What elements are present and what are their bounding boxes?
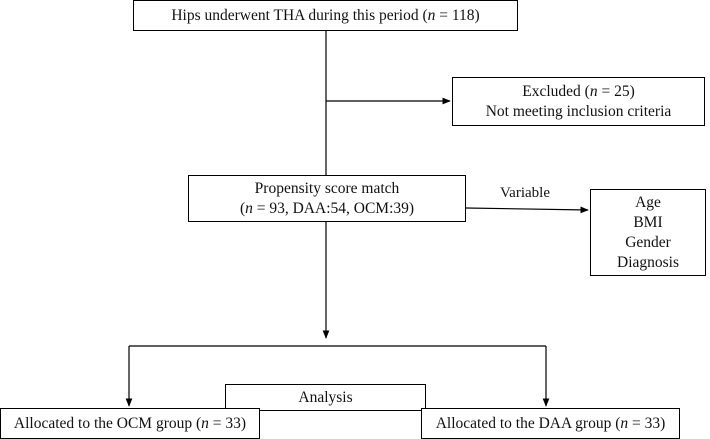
psm-line-1: Propensity score match [254,179,400,197]
daa-group-node: Allocated to the DAA group (n = 33) [421,408,680,439]
ocm-group-node: Allocated to the OCM group (n = 33) [0,408,260,439]
variable-edge-label: Variable [500,185,550,201]
excluded-line-2: Not meeting inclusion criteria [485,102,672,120]
daa-group-text: Allocated to the DAA group (n = 33) [435,414,666,432]
variable-item: Diagnosis [617,253,679,271]
hips-node: Hips underwent THA during this period (n… [133,0,518,31]
analysis-node: Analysis [225,384,426,411]
variable-item: BMI [633,213,663,231]
ocm-group-text: Allocated to the OCM group (n = 33) [13,414,247,432]
variable-item: Gender [625,233,671,251]
analysis-label: Analysis [298,388,353,406]
variable-item: Age [635,193,661,211]
arrow-to-variables [465,206,589,214]
variables-node: Age BMI Gender Diagnosis [590,189,706,276]
hips-node-text: Hips underwent THA during this period (n… [171,6,480,24]
psm-node: Propensity score match (n = 93, DAA:54, … [188,175,466,222]
psm-line-2: (n = 93, DAA:54, OCM:39) [239,199,415,217]
excluded-node: Excluded (n = 25) Not meeting inclusion … [452,77,705,126]
excluded-line-1: Excluded (n = 25) [522,82,635,100]
